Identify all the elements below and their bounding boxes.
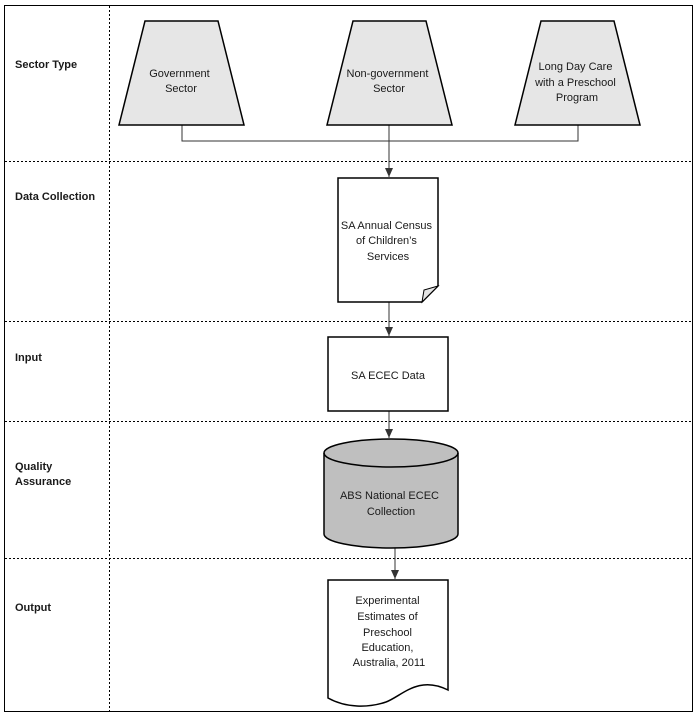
long-day-care-node: Long Day Care with a Preschool Program [514, 20, 641, 126]
census-document-node: SA Annual Census of Children’s Services [337, 177, 440, 304]
lane-label-input: Input [15, 352, 42, 364]
diagram-border [4, 5, 693, 712]
long-day-care-label: Long Day Care with a Preschool Program [534, 61, 619, 104]
lane-label-output: Output [15, 602, 51, 614]
estimates-document-node: Experimental Estimates of Preschool Educ… [327, 579, 449, 707]
estimates-document-label: Experimental Estimates of Preschool Educ… [353, 595, 426, 669]
non-government-sector-node: Non-government Sector [326, 20, 453, 126]
sector-merge-connector [181, 125, 579, 142]
ecec-data-node: SA ECEC Data [327, 336, 449, 412]
lane-label-sector-type: Sector Type [15, 59, 77, 71]
abs-collection-label: ABS National ECEC Collection [340, 490, 442, 518]
census-document-label: SA Annual Census of Children’s Services [341, 220, 435, 263]
abs-collection-node: ABS National ECEC Collection [323, 438, 459, 549]
ecec-data-label: SA ECEC Data [351, 370, 426, 382]
lane-label-data-collection: Data Collection [15, 191, 95, 203]
government-sector-label: Government Sector [149, 68, 213, 95]
government-sector-node: Government Sector [118, 20, 245, 126]
lane-label-quality-assurance: Quality Assurance [15, 461, 71, 488]
non-government-sector-label: Non-government Sector [347, 68, 432, 95]
